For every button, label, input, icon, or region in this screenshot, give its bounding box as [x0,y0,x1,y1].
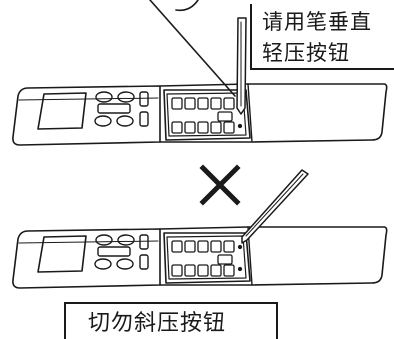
callout-correct-line2: 轻压按钮 [262,41,350,65]
pen-vertical [236,17,247,115]
remote-body [12,228,161,289]
remote-bottom [12,169,388,289]
pen-slanted [241,169,309,244]
callout-pointer-arc [175,0,199,12]
remote-panel [163,232,251,284]
remote-buttons [94,91,149,127]
remote-cover [159,226,388,286]
remote-buttons [94,234,149,270]
remote-cover [159,83,388,143]
panel-buttons [171,240,243,277]
remote-panel [163,89,251,141]
panel-buttons [171,97,243,134]
remote-top [12,0,388,146]
remote-display [37,92,87,130]
callout-box-correct [250,4,394,70]
callout-pointer-line [149,0,236,97]
remote-body [12,85,161,146]
callout-correct-line1: 请用笔垂直 [262,10,372,34]
callout-wrong-text: 切勿斜压按钮 [88,311,227,336]
wrong-cross-icon [199,164,241,206]
callout-box-wrong [64,302,278,339]
remote-display [37,235,87,273]
